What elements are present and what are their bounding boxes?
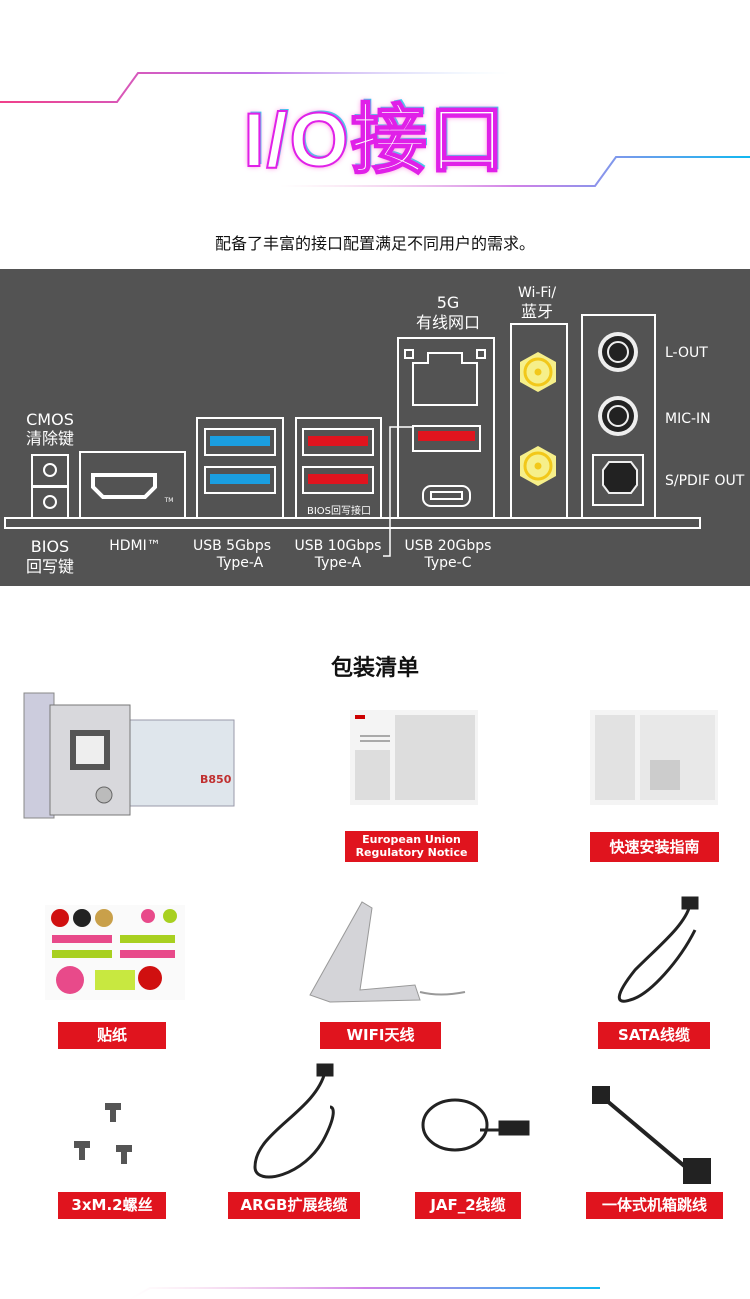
section-title: I/O接口: [242, 97, 507, 184]
svg-text:B850: B850: [200, 773, 232, 786]
usb10-label: USB 10Gbps: [295, 538, 382, 554]
spdif-port: [602, 461, 638, 494]
ethernet-port: [412, 352, 478, 406]
packing-item-jaf2-cable: JAF_2线缆: [415, 1192, 521, 1219]
bios-button-label-cn: 回写键: [26, 557, 74, 576]
lout-label: L-OUT: [665, 345, 708, 361]
sata-cable-image: [617, 896, 699, 1003]
usb10-type: Type-A: [314, 555, 362, 571]
io-panel-diagram: CMOS 清除键 BIOS 回写键 HDMI™ USB 5Gbps Type-A…: [0, 269, 750, 586]
spdif-label: S/PDIF OUT: [665, 473, 745, 489]
usb-c-port: [422, 485, 471, 507]
usb5-type: Type-A: [216, 555, 264, 571]
cmos-label-cn: 清除键: [26, 429, 74, 448]
packing-item-chassis-jumper: 一体式机箱跳线: [586, 1192, 723, 1219]
packing-item-wifi-antenna: WIFI天线: [320, 1022, 441, 1049]
quick-guide-image: [590, 710, 718, 805]
tm-mark: TM: [164, 497, 174, 504]
micin-label: MIC-IN: [665, 411, 711, 427]
bios-button: [31, 486, 69, 519]
wifi-label-cn: 蓝牙: [521, 302, 553, 321]
wifi-label: Wi-Fi/: [518, 285, 556, 301]
argb-cable-image: [253, 1063, 335, 1179]
bios-port-label: BIOS回写接口: [307, 504, 371, 517]
eu-notice-line2: Regulatory Notice: [355, 845, 468, 859]
lan-label-cn: 有线网口: [416, 313, 480, 332]
usb20-type: Type-C: [424, 555, 472, 571]
hdmi-port: [91, 473, 157, 499]
antenna-connectors: [520, 352, 556, 486]
section-subtitle: 配备了丰富的接口配置满足不同用户的需求。: [214, 234, 535, 253]
packing-item-quick-guide: 快速安装指南: [590, 832, 719, 862]
packing-item-stickers: 贴纸: [58, 1022, 166, 1049]
wifi-antenna-image: [309, 901, 466, 1003]
jaf2-cable-image: [421, 1098, 530, 1152]
usb5-label: USB 5Gbps: [193, 538, 271, 554]
usb20-label: USB 20Gbps: [405, 538, 492, 554]
hdmi-label: HDMI™: [109, 538, 161, 554]
packing-item-sata-cable: SATA线缆: [598, 1022, 710, 1049]
m2-screws-image: [74, 1103, 132, 1164]
lan-label: 5G: [437, 293, 460, 312]
eu-notice-image: [350, 710, 478, 805]
cmos-label: CMOS: [26, 410, 74, 429]
sticker-sheet-image: [45, 905, 185, 1000]
motherboard-box-image: B850: [23, 692, 235, 819]
chassis-jumper-cable-image: [592, 1086, 711, 1184]
packing-item-eu-notice: European Union Regulatory Notice: [345, 831, 478, 862]
packing-list-title: 包装清单: [330, 656, 419, 681]
packing-item-m2-screws: 3xM.2螺丝: [58, 1192, 166, 1219]
eu-notice-line1: European Union: [362, 833, 461, 847]
packing-item-argb-cable: ARGB扩展线缆: [228, 1192, 360, 1219]
bios-button-label: BIOS: [31, 537, 69, 556]
